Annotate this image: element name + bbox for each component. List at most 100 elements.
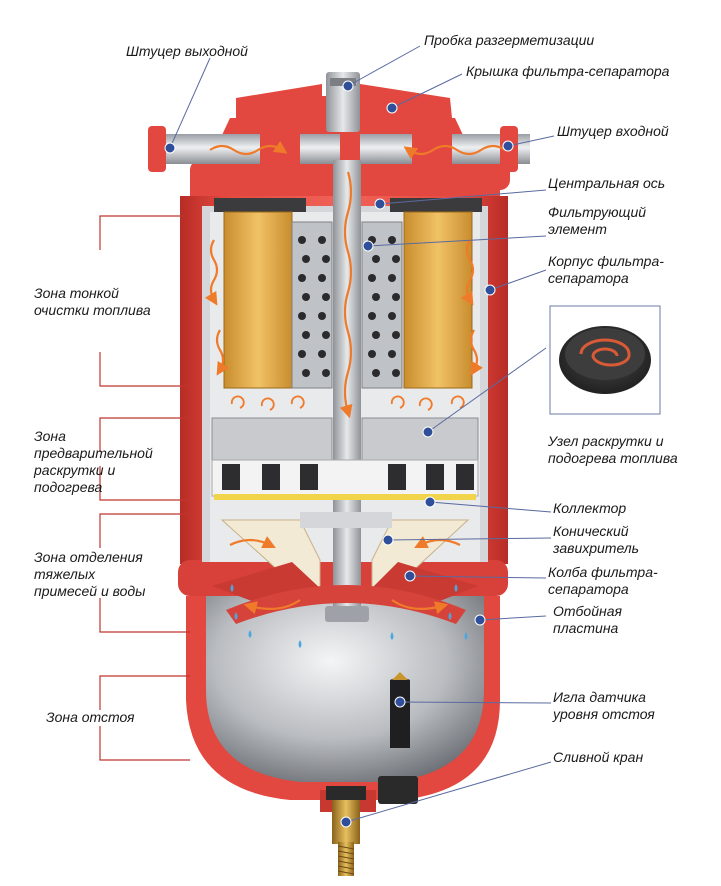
- perforation-hole: [322, 369, 330, 377]
- perforation-hole: [318, 350, 326, 358]
- leader-line: [345, 761, 552, 823]
- label-collector: Коллектор: [553, 500, 627, 516]
- bracket-top: [99, 417, 190, 452]
- swirl-arrow: [418, 397, 433, 411]
- swirl-arrow: [390, 395, 405, 409]
- label-filter-body: Корпус фильтра- сепаратора: [548, 253, 664, 286]
- perforation-hole: [388, 236, 396, 244]
- swirl-arrow: [260, 397, 275, 411]
- flow-arrow: [460, 239, 475, 306]
- bracket-bottom: [99, 466, 190, 501]
- leader-line: [387, 537, 552, 541]
- perforation-hole: [302, 293, 310, 301]
- flow-arrow: [229, 536, 276, 548]
- perforation-hole: [392, 331, 400, 339]
- bracket-top: [99, 675, 190, 710]
- leader-line: [479, 615, 547, 621]
- water-drop: [390, 632, 394, 640]
- perforation-hole: [392, 293, 400, 301]
- leader-line: [429, 501, 552, 513]
- swirl-arrow: [290, 395, 305, 409]
- water-drop: [248, 630, 252, 638]
- thread-line: [337, 860, 355, 865]
- flow-arrow: [339, 171, 353, 419]
- label-conical-swirler: Конический завихритель: [553, 523, 640, 556]
- heater-slot: [426, 464, 444, 490]
- flow-arrow: [391, 599, 449, 615]
- water-drop: [234, 612, 238, 620]
- perforation-hole: [302, 331, 310, 339]
- flow-arrow: [414, 536, 461, 548]
- perforation-hole: [302, 255, 310, 263]
- label-swirl-heat-unit: Узел раскрутки и подогрева топлива: [548, 433, 678, 466]
- perforation-hole: [298, 274, 306, 282]
- heater-slot: [388, 464, 406, 490]
- zone-pre-swirl: Зона предварительной раскрутки и подогре…: [34, 428, 153, 495]
- leader-marker: [502, 140, 514, 152]
- thread-line: [337, 865, 355, 870]
- leader-line: [379, 189, 547, 205]
- leader-marker: [484, 284, 496, 296]
- bracket-top: [99, 215, 190, 250]
- water-drop: [230, 584, 234, 592]
- leader-line: [347, 45, 421, 87]
- zone-settling: Зона отстоя: [46, 709, 135, 725]
- leader-marker: [422, 426, 434, 438]
- baffle-plate: [226, 585, 466, 624]
- flow-arrow: [215, 329, 230, 376]
- outlet-fitting: [148, 126, 340, 172]
- label-baffle-plate: Отбойная пластина: [553, 603, 622, 636]
- water-drop: [298, 640, 302, 648]
- bracket-bottom: [99, 726, 190, 761]
- bracket-bottom: [99, 352, 190, 387]
- leader-marker: [404, 570, 416, 582]
- central-axis: [325, 160, 369, 622]
- perforation-hole: [372, 331, 380, 339]
- label-sensor-needle: Игла датчика уровня отстоя: [553, 689, 655, 722]
- leader-marker: [374, 198, 386, 210]
- swirl-arrow: [450, 395, 465, 409]
- leader-marker: [340, 816, 352, 828]
- leader-line: [507, 135, 555, 147]
- right-cap-ring: [390, 198, 482, 212]
- perforation-hole: [372, 293, 380, 301]
- label-depressurization-plug: Пробка разгерметизации: [424, 32, 595, 48]
- perforation-hole: [318, 274, 326, 282]
- perforation-hole: [392, 369, 400, 377]
- flow-arrow: [469, 329, 484, 376]
- perforation-hole: [368, 274, 376, 282]
- label-outlet-fitting: Штуцер выходной: [126, 43, 248, 59]
- label-drain-valve: Сливной кран: [553, 749, 644, 765]
- label-inlet-fitting: Штуцер входной: [557, 123, 669, 139]
- thread-line: [337, 870, 355, 875]
- perforation-hole: [368, 312, 376, 320]
- bracket-top: [99, 513, 190, 548]
- water-droplets: [230, 584, 468, 648]
- flow-arrow: [209, 140, 288, 156]
- leader-marker: [382, 534, 394, 546]
- perforation-hole: [298, 350, 306, 358]
- perforation-hole: [298, 312, 306, 320]
- label-filter-cover: Крышка фильтра-сепаратора: [466, 63, 670, 79]
- leader-marker: [386, 102, 398, 114]
- water-drop: [448, 612, 452, 620]
- sensor-needle: [390, 672, 410, 748]
- leader-marker: [362, 240, 374, 252]
- leader-marker: [394, 696, 406, 708]
- perforation-hole: [318, 236, 326, 244]
- swirl-heat-unit: [211, 417, 479, 500]
- leader-line: [169, 57, 211, 149]
- perforation-hole: [368, 350, 376, 358]
- zone-heavy-separation: Зона отделения тяжелых примесей и воды: [34, 549, 146, 599]
- depressurization-plug: [326, 72, 360, 132]
- perforation-hole: [388, 274, 396, 282]
- perforation-hole: [372, 255, 380, 263]
- thread-line: [337, 850, 355, 855]
- leader-line: [409, 575, 547, 579]
- leader-line: [427, 347, 547, 433]
- fuel-flow-arrows: [204, 140, 506, 615]
- perforation-hole: [392, 255, 400, 263]
- label-separator-bowl: Колба фильтра- сепаратора: [548, 564, 658, 597]
- flow-arrow: [403, 144, 506, 160]
